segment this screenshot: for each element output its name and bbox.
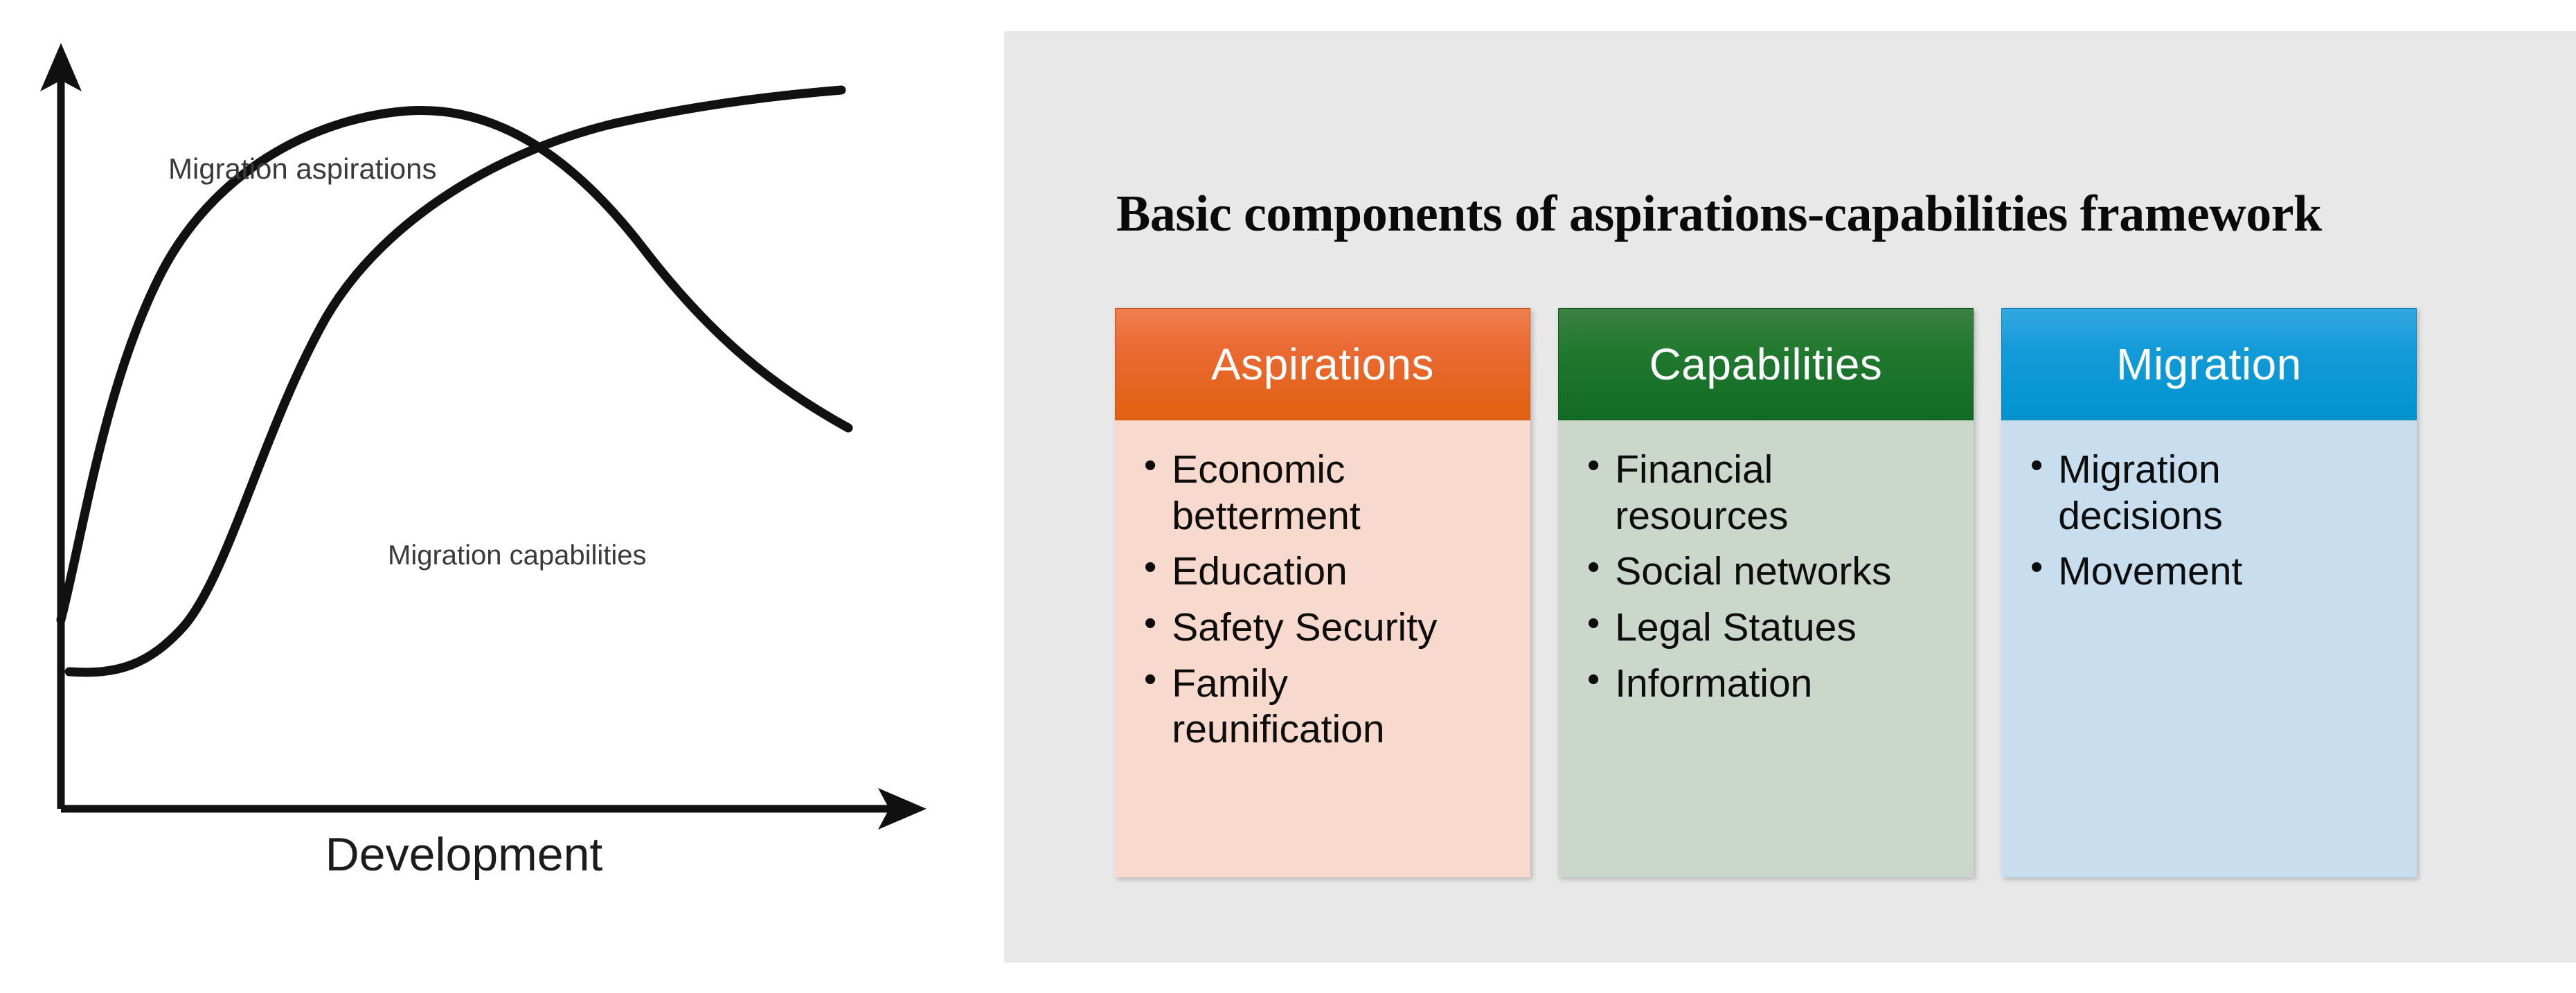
list-item: • Financial resources bbox=[1587, 447, 1953, 539]
list-item: • Information bbox=[1587, 661, 1953, 707]
list-item: • Movement bbox=[2030, 548, 2396, 595]
curve-migration-capabilities bbox=[64, 85, 846, 677]
list-item-label: Family reunification bbox=[1172, 661, 1385, 752]
list-item-label: Movement bbox=[2058, 549, 2243, 594]
bullet-icon: • bbox=[1144, 603, 1157, 644]
list-item: • Legal Statues bbox=[1587, 605, 1953, 651]
bullet-icon: • bbox=[1144, 547, 1157, 588]
curve-label-migration-capabilities: Migration capabilities bbox=[388, 540, 647, 571]
card-capabilities[interactable]: Capabilities • Financial resources • Soc… bbox=[1558, 308, 1974, 877]
card-aspirations-heading: Aspirations bbox=[1115, 308, 1530, 420]
list-item: • Education bbox=[1144, 548, 1510, 595]
bullet-icon: • bbox=[1587, 659, 1600, 699]
list-item-label: Information bbox=[1615, 661, 1813, 706]
bullet-icon: • bbox=[1587, 603, 1600, 644]
card-migration-body: • Migration decisions • Movement bbox=[2001, 420, 2417, 877]
list-item-label: Education bbox=[1172, 549, 1348, 594]
x-axis bbox=[61, 788, 927, 830]
list-item-label: Legal Statues bbox=[1615, 605, 1857, 650]
list-item: • Social networks bbox=[1587, 548, 1953, 595]
bullet-icon: • bbox=[1587, 547, 1600, 588]
framework-panel: Basic components of aspirations-capabili… bbox=[1004, 31, 2576, 963]
curve-migration-aspirations bbox=[56, 105, 853, 625]
migration-transition-chart: Migration aspirations Migration capabili… bbox=[0, 0, 1004, 993]
card-migration[interactable]: Migration • Migration decisions • Moveme… bbox=[2001, 308, 2417, 877]
list-item-label: Financial resources bbox=[1615, 447, 1789, 538]
card-migration-heading: Migration bbox=[2001, 308, 2417, 420]
bullet-icon: • bbox=[1144, 659, 1157, 699]
card-aspirations[interactable]: Aspirations • Economic betterment • Educ… bbox=[1115, 308, 1530, 877]
list-item-label: Migration decisions bbox=[2058, 447, 2223, 538]
y-axis bbox=[40, 43, 82, 809]
list-item-label: Economic betterment bbox=[1172, 447, 1361, 538]
list-item: • Economic betterment bbox=[1144, 447, 1510, 539]
bullet-icon: • bbox=[1144, 445, 1157, 485]
card-capabilities-body: • Financial resources • Social networks … bbox=[1558, 420, 1974, 877]
framework-cards: Aspirations • Economic betterment • Educ… bbox=[1115, 308, 2417, 877]
list-item-label: Safety Security bbox=[1172, 605, 1438, 650]
list-item: • Family reunification bbox=[1144, 661, 1510, 753]
curve-label-migration-aspirations: Migration aspirations bbox=[168, 152, 437, 185]
list-item: • Safety Security bbox=[1144, 605, 1510, 651]
bullet-icon: • bbox=[2030, 445, 2043, 485]
x-axis-label: Development bbox=[325, 828, 603, 881]
bullet-icon: • bbox=[2030, 547, 2043, 588]
chart-svg bbox=[40, 43, 927, 830]
framework-title: Basic components of aspirations-capabili… bbox=[1116, 186, 2322, 242]
list-item: • Migration decisions bbox=[2030, 447, 2396, 539]
list-item-label: Social networks bbox=[1615, 549, 1892, 594]
card-aspirations-body: • Economic betterment • Education • Safe… bbox=[1115, 420, 1530, 877]
card-capabilities-heading: Capabilities bbox=[1558, 308, 1974, 420]
bullet-icon: • bbox=[1587, 445, 1600, 485]
